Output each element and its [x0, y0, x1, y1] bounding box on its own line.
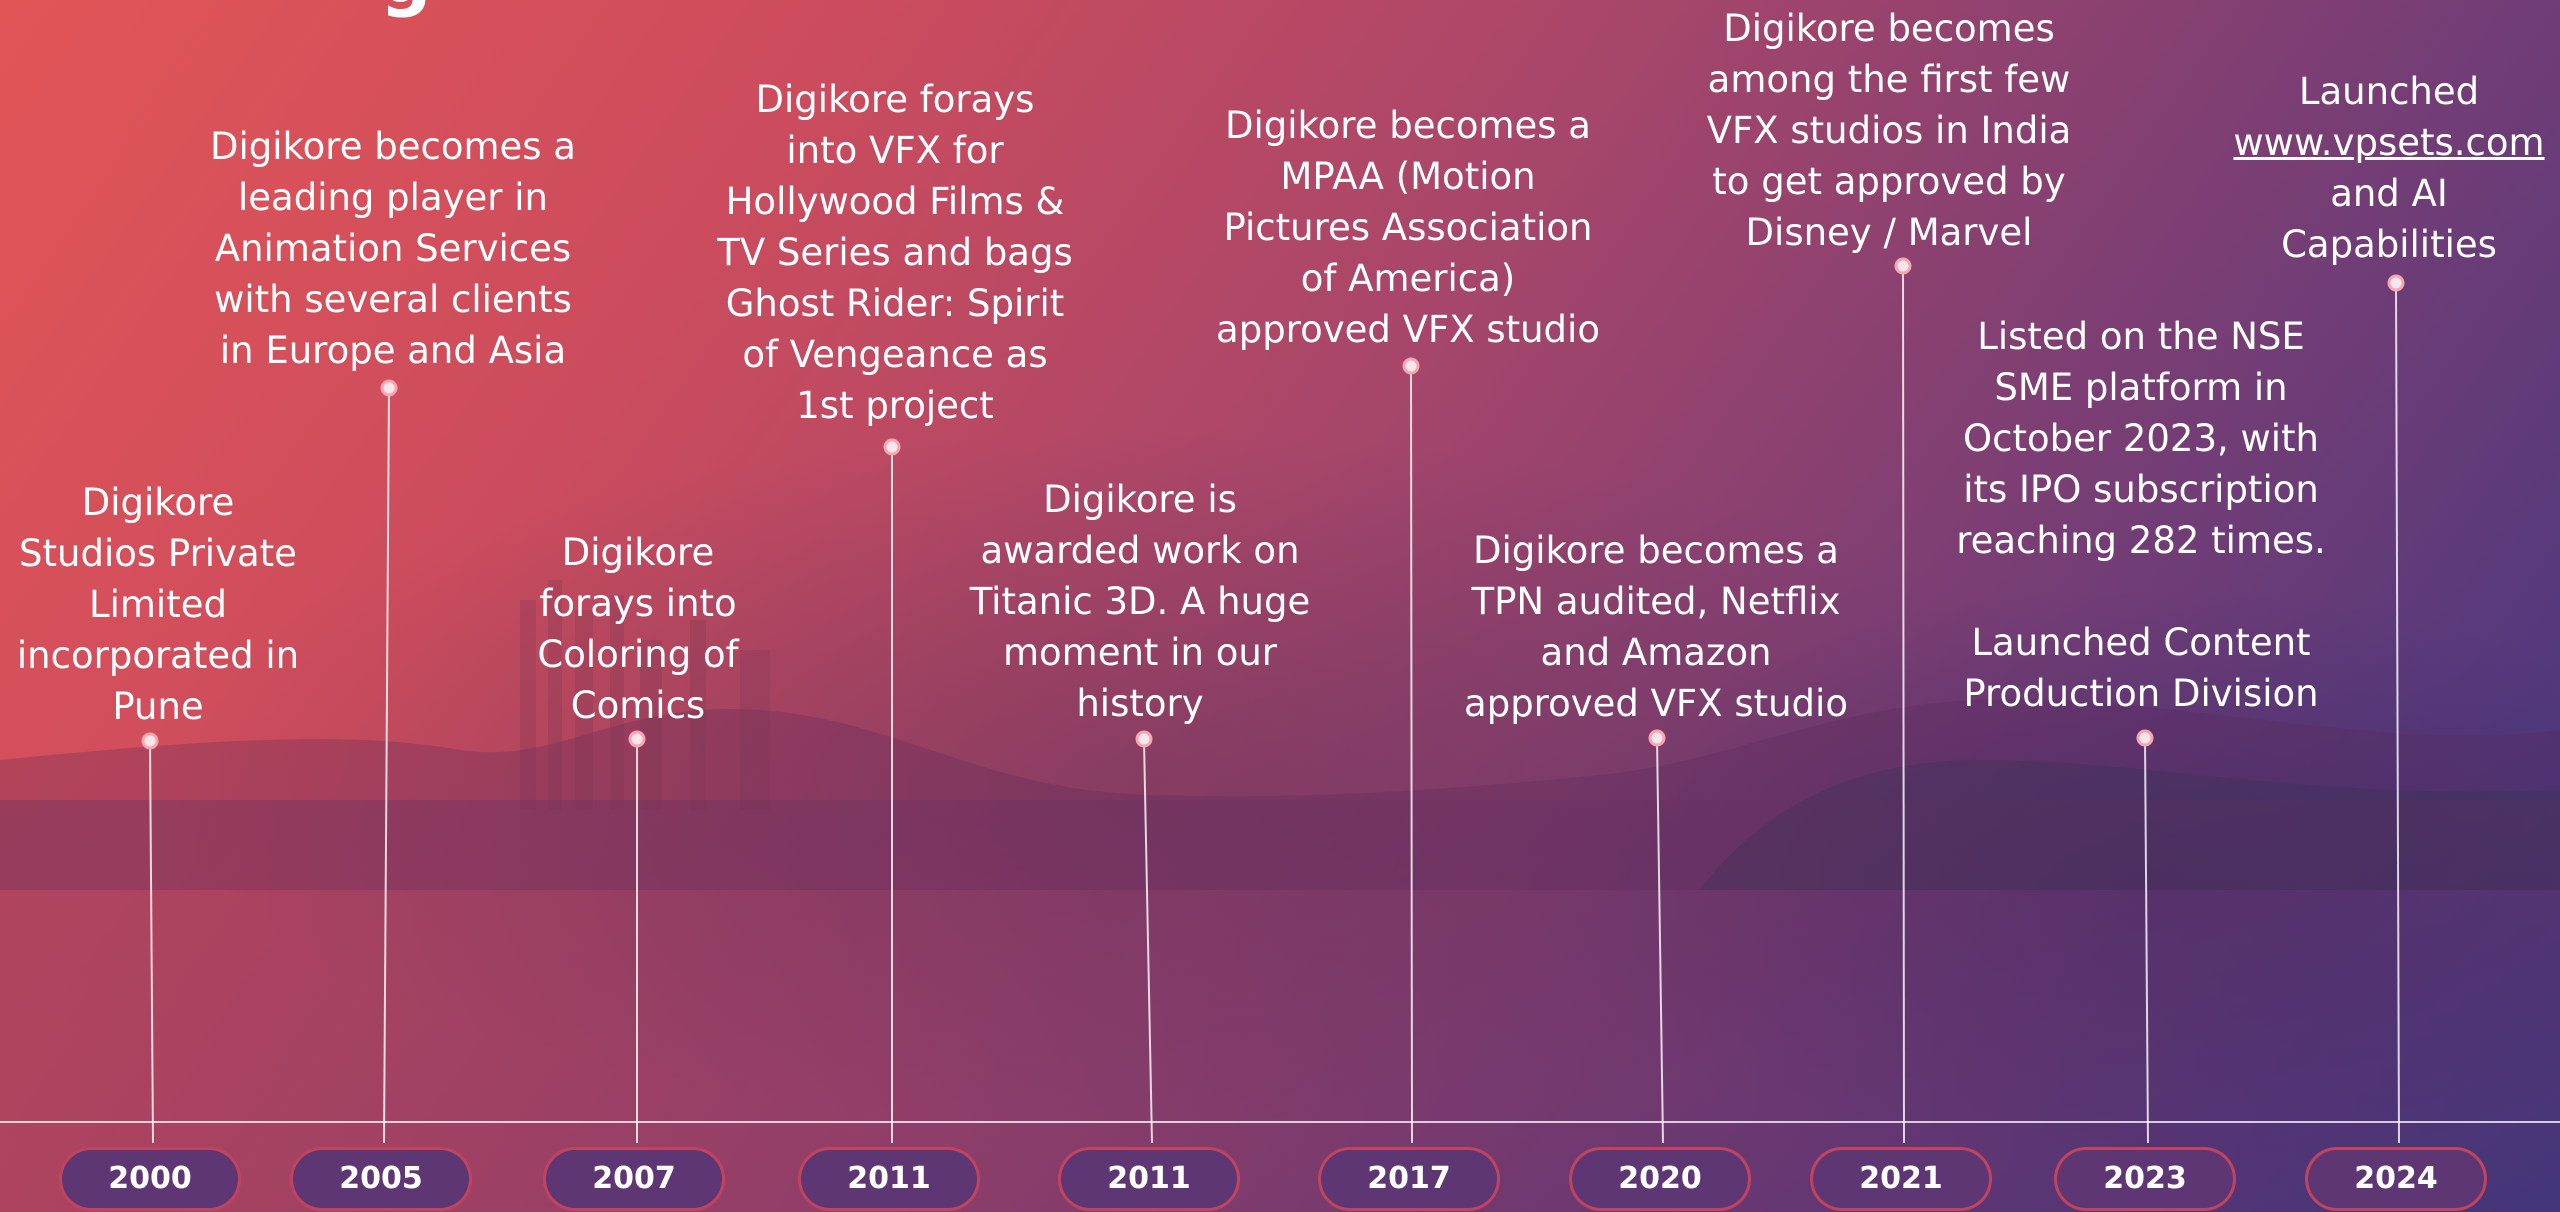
milestone-line: Digikore: [81, 481, 235, 524]
milestone-line: history: [1076, 682, 1204, 725]
milestone-dot-8: [2136, 729, 2154, 747]
milestone-line: Digikore becomes a: [1473, 529, 1839, 572]
milestone-line: Digikore becomes: [1723, 7, 2055, 50]
heading-fragment: g: [380, 0, 580, 13]
milestone-dot-7: [1894, 257, 1912, 275]
milestone-line: awarded work on: [980, 529, 1300, 572]
connector-line-2: [636, 740, 638, 1143]
milestone-line: forays into: [539, 582, 737, 625]
milestone-line: its IPO subscription: [1963, 468, 2319, 511]
milestone-line: VFX studios in India: [1706, 109, 2072, 152]
milestone-dot-4: [1135, 730, 1153, 748]
milestone-line: of Vengeance as: [742, 333, 1048, 376]
connector-line-3: [891, 448, 893, 1143]
milestone-text-8: Listed on the NSE SME platform in October …: [1911, 311, 2371, 719]
milestone-line: approved VFX studio: [1464, 682, 1848, 725]
milestone-line: Comics: [570, 684, 706, 727]
milestone-line: Coloring of: [537, 633, 739, 676]
milestone-line: reaching 282 times.: [1956, 519, 2326, 562]
year-badge-2005: 2005: [293, 1150, 469, 1208]
milestone-line: of America): [1300, 257, 1516, 300]
connector-line-6: [1656, 738, 1664, 1144]
milestone-text-6: Digikore becomes a TPN audited, Netflix an…: [1426, 525, 1886, 729]
milestone-dot-6: [1648, 729, 1666, 747]
milestone-line: 1st project: [796, 384, 994, 427]
milestone-line: moment in our: [1003, 631, 1277, 674]
milestone-line: Digikore becomes a: [1225, 104, 1591, 147]
milestone-line: TV Series and bags: [717, 231, 1073, 274]
milestone-line: Studios Private: [19, 532, 297, 575]
year-badge-2011: 2011: [1061, 1150, 1237, 1208]
milestone-dot-2: [628, 730, 646, 748]
milestone-line: [1911, 566, 2371, 617]
year-badge-2000: 2000: [62, 1150, 238, 1208]
vpsets-link[interactable]: www.vpsets.com: [2233, 121, 2545, 164]
year-badge-2021: 2021: [1813, 1150, 1989, 1208]
milestone-line: Launched: [2298, 70, 2480, 113]
milestone-line: October 2023, with: [1962, 417, 2320, 460]
milestone-line: Disney / Marvel: [1745, 211, 2033, 254]
milestone-line: Animation Services: [214, 227, 572, 270]
milestone-line: approved VFX studio: [1216, 308, 1600, 351]
connector-line-4: [1143, 739, 1153, 1144]
year-badge-2007: 2007: [546, 1150, 722, 1208]
milestone-dot-9: [2387, 274, 2405, 292]
milestone-line: Digikore is: [1043, 478, 1237, 521]
milestone-text-4: Digikore is awarded work on Titanic 3D. A …: [910, 474, 1370, 729]
year-badge-2017: 2017: [1321, 1150, 1497, 1208]
milestone-line: Limited: [89, 583, 227, 626]
connector-line-5: [1410, 366, 1413, 1144]
milestone-line: to get approved by: [1712, 160, 2066, 203]
milestone-line: into VFX for: [786, 129, 1004, 172]
milestone-line: Hollywood Films &: [725, 180, 1065, 223]
milestone-line: TPN audited, Netflix: [1471, 580, 1841, 623]
milestone-line: Ghost Rider: Spirit: [725, 282, 1065, 325]
timeline-baseline: [0, 1121, 2560, 1123]
milestone-line: SME platform in: [1994, 366, 2288, 409]
milestone-line: among the first few: [1707, 58, 2071, 101]
milestone-dot-3: [883, 438, 901, 456]
milestone-line: Digikore becomes a: [210, 125, 576, 168]
milestone-dot-1: [380, 379, 398, 397]
milestone-dot-0: [141, 732, 159, 750]
connector-line-8: [2144, 738, 2149, 1143]
milestone-line: with several clients: [214, 278, 572, 321]
milestone-line: Listed on the NSE: [1977, 315, 2305, 358]
milestone-line: leading player in: [238, 176, 548, 219]
year-badge-2024: 2024: [2308, 1150, 2484, 1208]
year-badge-2011: 2011: [801, 1150, 977, 1208]
connector-line-0: [149, 741, 154, 1143]
milestone-text-1: Digikore becomes a leading player in Anima…: [163, 121, 623, 376]
milestone-line: Launched Content: [1971, 621, 2311, 664]
milestone-line: Pune: [112, 685, 204, 728]
milestone-line: in Europe and Asia: [219, 329, 567, 372]
milestone-line: Capabilities: [2281, 223, 2497, 266]
milestone-text-9: Launched www.vpsets.com and AI Capabilities: [2159, 66, 2560, 270]
milestone-line: Digikore: [561, 531, 715, 574]
year-badge-2023: 2023: [2057, 1150, 2233, 1208]
milestone-line: incorporated in: [16, 634, 300, 677]
milestone-line: Pictures Association: [1223, 206, 1593, 249]
milestone-line: Digikore forays: [755, 78, 1035, 121]
milestone-line: Production Division: [1963, 672, 2319, 715]
milestone-line: and Amazon: [1540, 631, 1772, 674]
milestone-line: MPAA (Motion: [1280, 155, 1536, 198]
connector-line-9: [2395, 283, 2400, 1143]
year-badge-2020: 2020: [1572, 1150, 1748, 1208]
milestone-line: and AI: [2330, 172, 2448, 215]
milestone-line: Titanic 3D. A huge: [969, 580, 1311, 623]
milestone-dot-5: [1402, 357, 1420, 375]
connector-line-7: [1902, 266, 1905, 1144]
